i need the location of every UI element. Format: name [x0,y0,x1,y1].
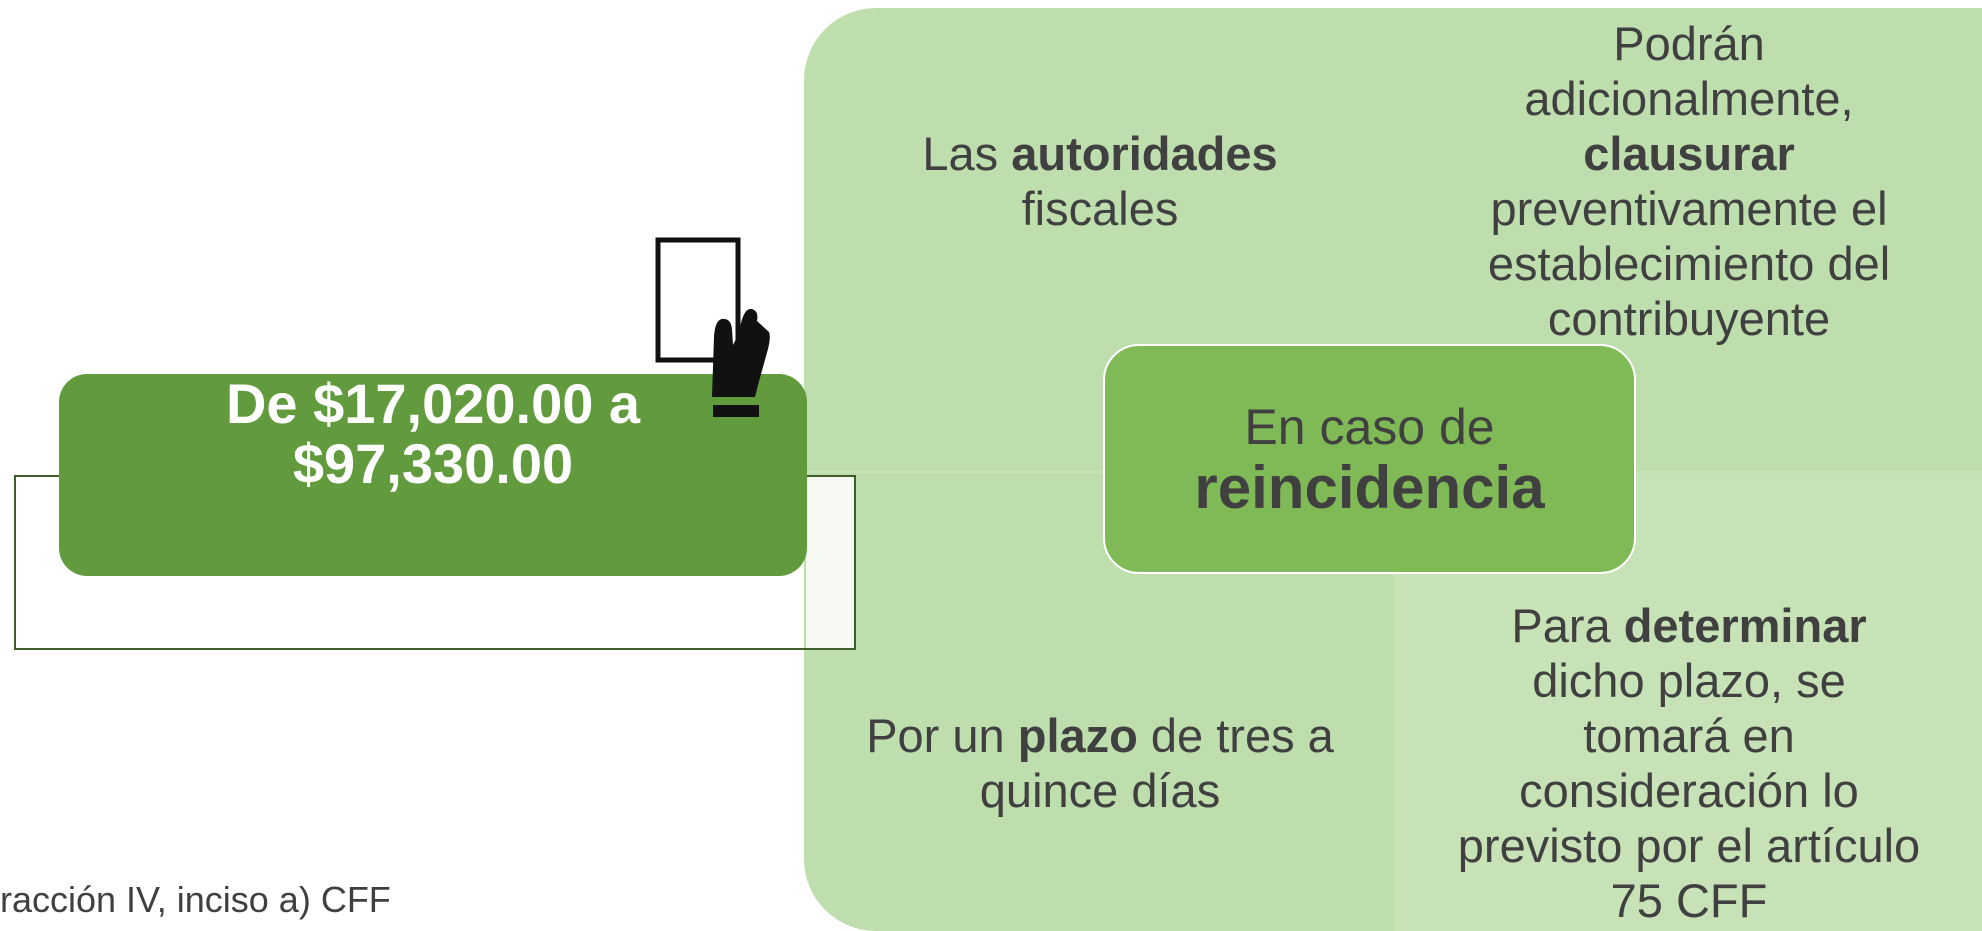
bottom-right-pre: Para [1511,599,1624,652]
footer-citation: racción IV, inciso a) CFF [0,879,391,920]
bottom-right-line3: tomará en [1583,709,1795,762]
amount-box: De $17,020.00 a $97,330.00 [59,374,807,576]
bottom-right-line4: consideración lo [1519,764,1859,817]
bottom-left-post: de tres a [1137,709,1334,762]
center-line1: En caso de [1244,399,1495,455]
bottom-right-line2: dicho plazo, se [1532,654,1846,707]
top-right-bold: clausurar [1583,127,1795,180]
bottom-right-bold: determinar [1623,599,1867,652]
amount-line2: $97,330.00 [292,432,574,495]
top-right-line5: establecimiento del [1487,237,1891,290]
hand-holding-card-icon [655,237,770,417]
center-box: En caso de reincidencia [1103,344,1636,574]
bottom-right-line6: 75 CFF [1610,874,1768,927]
center-line2: reincidencia [1194,454,1545,521]
top-right-text: Podrán adicionalmente, clausurar prevent… [1389,16,1982,346]
amount-line1: De $17,020.00 a [225,372,641,435]
top-right-line6: contribuyente [1547,292,1831,345]
bottom-left-text: Por un plazo de tres a quince días [804,708,1396,818]
top-left-text: Las autoridades fiscales [804,126,1396,236]
amount-outline-fill [806,477,854,648]
bottom-left-pre: Por un [866,709,1018,762]
bottom-left-bold: plazo [1017,709,1138,762]
quadrant-panel [804,8,1982,931]
top-right-line2: adicionalmente, [1524,72,1854,125]
amount-text: De $17,020.00 a $97,330.00 [59,374,807,494]
top-right-line4: preventivamente el [1490,182,1888,235]
top-left-bold: autoridades [1011,127,1278,180]
bottom-left-line2: quince días [979,764,1221,817]
top-left-pre: Las [922,127,1012,180]
top-right-line1: Podrán [1613,17,1765,70]
bottom-right-line5: previsto por el artículo [1457,819,1921,872]
vertical-divider [1395,472,1397,931]
top-left-post: fiscales [1021,182,1179,235]
bottom-right-text: Para determinar dicho plazo, se tomará e… [1389,598,1982,928]
